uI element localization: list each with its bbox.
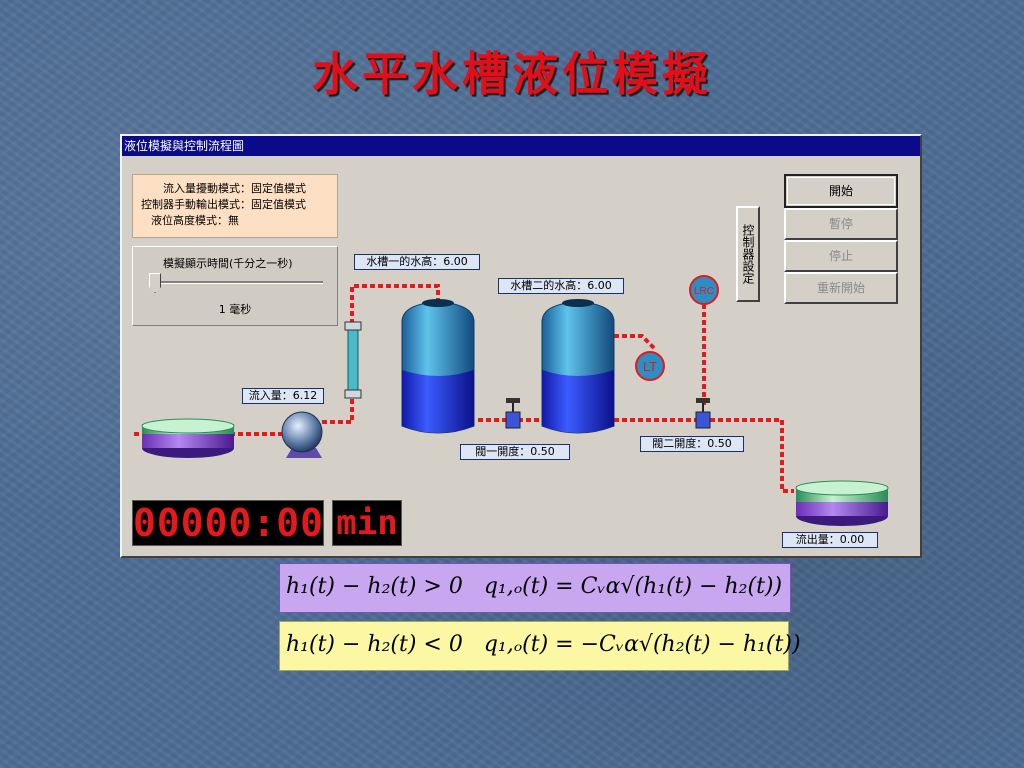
formula-negative-equation: q₁,ₒ(t) = −Cᵥα√(h₂(t) − h₁(t)) bbox=[483, 632, 801, 657]
formula-positive-equation: q₁,ₒ(t) = Cᵥα√(h₁(t) − h₂(t)) bbox=[483, 574, 783, 599]
tank-2-water bbox=[542, 370, 614, 433]
flow-sight-glass bbox=[347, 325, 359, 397]
inflow-disturbance-mode: 流入量擾動模式：固定值模式 bbox=[163, 182, 306, 195]
tank-1-water bbox=[402, 370, 474, 433]
mode-info-panel: 流入量擾動模式：固定值模式 控制器手動輸出模式：固定值模式 液位高度模式：無 bbox=[132, 174, 338, 238]
outflow-readout: 流出量：0.00 bbox=[782, 532, 878, 548]
level-transmitter: LT bbox=[635, 351, 665, 381]
formula-positive: h₁(t) − h₂(t) > 0 q₁,ₒ(t) = Cᵥα√(h₁(t) −… bbox=[279, 563, 791, 613]
simulation-window: 液位模擬與控制流程圖 流入量擾動模式：固定值模式 控制器手動輸出模式：固定值模式… bbox=[120, 134, 922, 558]
tank-2 bbox=[541, 299, 615, 434]
manual-output-mode: 控制器手動輸出模式：固定值模式 bbox=[141, 198, 306, 211]
tank-1 bbox=[401, 299, 475, 434]
pause-button[interactable]: 暫停 bbox=[784, 208, 898, 240]
transmitter-label: LT bbox=[643, 359, 657, 374]
supply-reservoir bbox=[141, 418, 235, 458]
formula-positive-condition: h₁(t) − h₂(t) > 0 bbox=[286, 574, 463, 599]
formula-negative: h₁(t) − h₂(t) < 0 q₁,ₒ(t) = −Cᵥα√(h₂(t) … bbox=[279, 621, 801, 671]
tank1-level-readout: 水槽一的水高：6.00 bbox=[354, 254, 480, 270]
display-time-label: 模擬顯示時間(千分之一秒) bbox=[163, 257, 293, 270]
stop-button[interactable]: 停止 bbox=[784, 240, 898, 272]
controller-label: LRC bbox=[694, 286, 714, 297]
time-unit-display: min bbox=[332, 500, 402, 546]
level-controller: LRC bbox=[689, 275, 719, 305]
valve2-readout: 閥二開度：0.50 bbox=[640, 436, 744, 452]
display-time-slider-thumb[interactable] bbox=[149, 273, 161, 293]
display-time-panel: 模擬顯示時間(千分之一秒) 1 毫秒 bbox=[132, 246, 338, 326]
window-title: 液位模擬與控制流程圖 bbox=[122, 136, 920, 156]
slide-title: 水平水槽液位模擬 bbox=[312, 47, 712, 101]
elapsed-time-display: 00000:00 bbox=[132, 500, 325, 546]
controller-settings-button[interactable]: 控制器設定 bbox=[736, 206, 760, 302]
formula-negative-condition: h₁(t) − h₂(t) < 0 bbox=[286, 632, 463, 657]
valve1-readout: 閥一開度：0.50 bbox=[460, 444, 570, 460]
restart-button[interactable]: 重新開始 bbox=[784, 272, 898, 304]
display-time-value: 1 毫秒 bbox=[218, 303, 252, 316]
level-height-mode: 液位高度模式：無 bbox=[151, 214, 239, 227]
tank2-level-readout: 水槽二的水高：6.00 bbox=[498, 278, 624, 294]
inflow-readout: 流入量：6.12 bbox=[242, 388, 324, 404]
display-time-track[interactable] bbox=[155, 281, 323, 284]
valve-2[interactable] bbox=[695, 398, 711, 429]
start-button[interactable]: 開始 bbox=[784, 174, 898, 208]
pump bbox=[281, 411, 323, 458]
valve-1[interactable] bbox=[505, 398, 521, 429]
process-diagram: LT LRC bbox=[134, 275, 889, 526]
outflow-reservoir bbox=[795, 480, 889, 526]
